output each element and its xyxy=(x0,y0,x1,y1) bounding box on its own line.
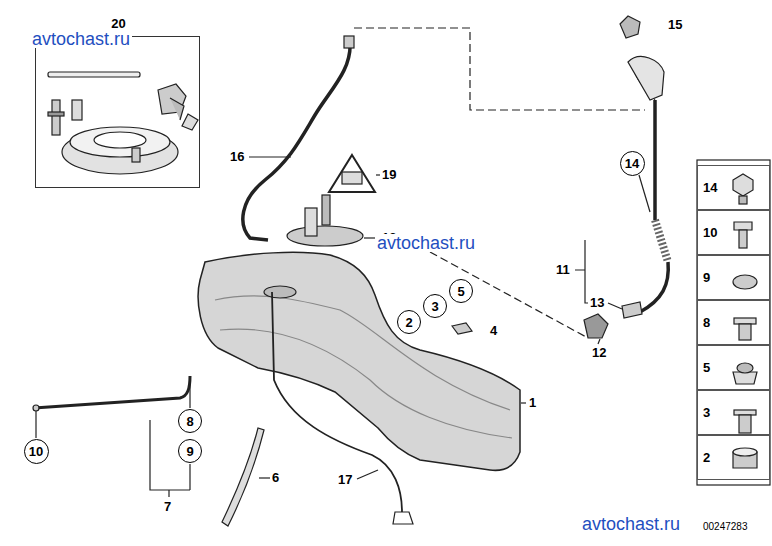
callout-number: 1 xyxy=(529,396,536,409)
callout-number: 5 xyxy=(703,361,710,374)
callout-number: 2 xyxy=(405,316,412,329)
kit-box: 20 xyxy=(35,36,200,188)
callout-number: 17 xyxy=(338,473,352,486)
callout-number: 9 xyxy=(703,271,710,284)
callout-circle: 2 xyxy=(397,310,421,334)
part-cell: 10 xyxy=(697,210,770,255)
callout-number: 7 xyxy=(164,500,171,513)
callout-number: 8 xyxy=(186,415,193,428)
callout-circle: 14 xyxy=(620,151,645,176)
callout-number: 9 xyxy=(186,445,193,458)
callout-circle: 3 xyxy=(423,294,447,318)
callout-number: 16 xyxy=(230,150,244,163)
callout-number: 8 xyxy=(703,316,710,329)
watermark: avtochast.ru xyxy=(30,30,132,48)
callout-number: 10 xyxy=(703,226,717,239)
callout-circle: 9 xyxy=(178,439,202,463)
callout-number: 15 xyxy=(668,18,682,31)
part-cell: 9 xyxy=(697,255,770,300)
part-cell: 3 xyxy=(697,390,770,435)
watermark: avtochast.ru xyxy=(375,234,477,252)
callout-circle: 10 xyxy=(24,439,49,464)
part-cell: 5 xyxy=(697,345,770,390)
callout-number: 11 xyxy=(556,263,570,276)
callout-number: 6 xyxy=(272,471,279,484)
callout-number: 5 xyxy=(457,285,464,298)
part-cell: 8 xyxy=(697,300,770,345)
callout-number: 2 xyxy=(703,451,710,464)
callout-circle: 8 xyxy=(178,409,202,433)
callout-circle: 5 xyxy=(449,279,473,303)
callout-number: 13 xyxy=(590,296,604,309)
diagram-code: 00247283 xyxy=(703,522,748,532)
part-cell: 2 xyxy=(697,435,770,480)
part-cell: 14 xyxy=(697,165,770,210)
callout-number: 19 xyxy=(382,168,396,181)
callout-number: 12 xyxy=(592,346,606,359)
callout-number: 3 xyxy=(703,406,710,419)
callout-number: 3 xyxy=(431,300,438,313)
callout-number: 20 xyxy=(111,17,125,30)
watermark: avtochast.ru xyxy=(580,515,682,533)
callout-number: 14 xyxy=(625,157,639,170)
callout-number: 14 xyxy=(703,181,717,194)
callout-number: 4 xyxy=(490,324,497,337)
callout-number: 10 xyxy=(29,445,43,458)
